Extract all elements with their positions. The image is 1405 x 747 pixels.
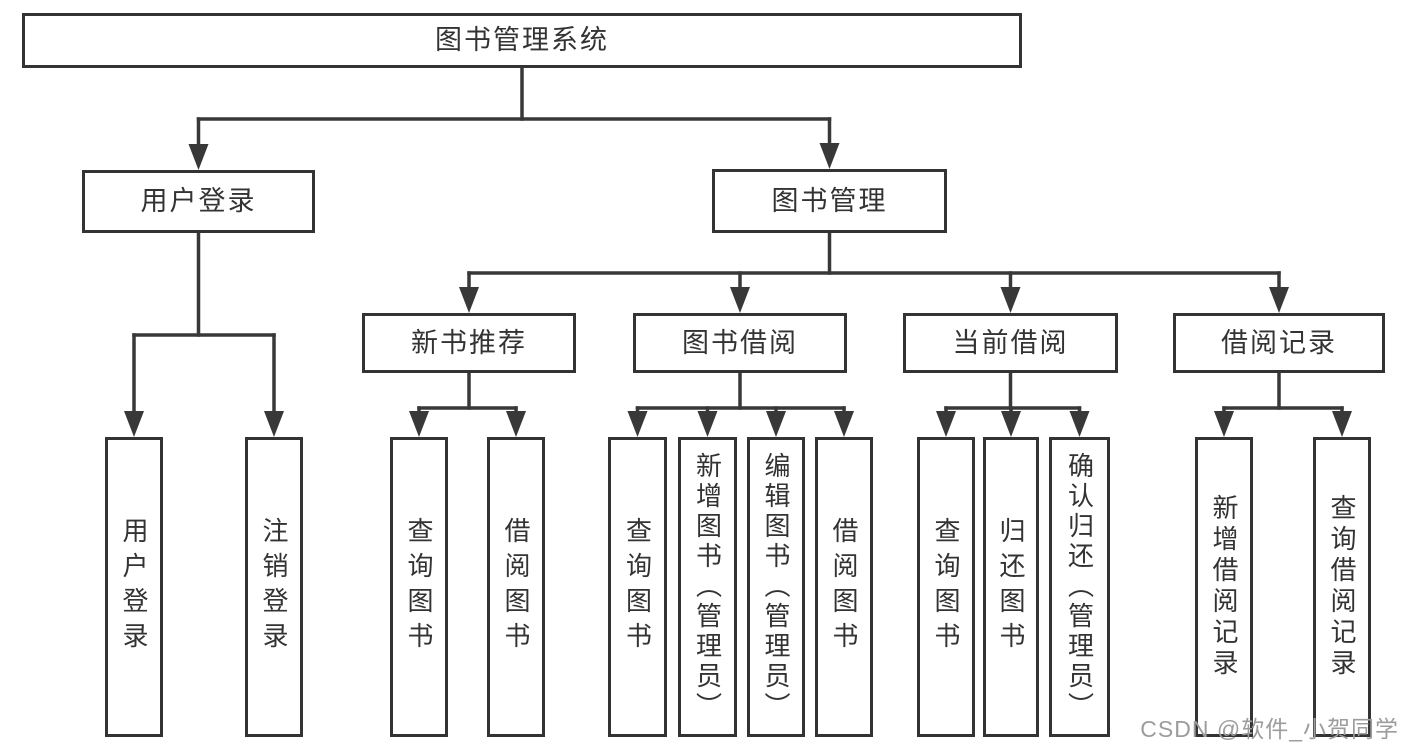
node-l8: 借阅图书 [815,437,873,737]
node-record: 借阅记录 [1173,313,1385,373]
arrowhead [264,411,284,437]
node-l10: 归还图书 [983,437,1039,737]
node-mgmt: 图书管理 [712,169,947,233]
node-label: 图书管理系统 [435,25,609,55]
arrowhead [627,411,648,437]
node-l9: 查询图书 [917,437,975,737]
arrowhead [1069,411,1090,437]
node-label: 查询图书 [404,517,434,657]
arrowhead [1001,411,1021,437]
node-label: 图书借阅 [682,327,798,358]
arrowhead [936,411,956,437]
node-l12: 新增借阅记录 [1195,437,1253,737]
node-label: 注销登录 [259,517,289,657]
arrowhead [819,143,840,169]
node-label: 查询图书 [931,517,961,657]
node-l6: 新增图书（管理员） [678,437,737,737]
node-l7: 编辑图书（管理员） [747,437,805,737]
node-label: 查询借阅记录 [1327,494,1357,680]
arrowhead [1214,411,1234,437]
node-l13: 查询借阅记录 [1313,437,1371,737]
arrowhead [730,287,750,313]
node-label: 借阅图书 [501,517,531,657]
watermark-text: CSDN @软件_小贺同学 [1140,716,1399,742]
node-label: 用户登录 [140,186,257,216]
node-login: 用户登录 [82,170,315,233]
node-label: 新增图书（管理员） [692,452,723,722]
arrowhead [1332,411,1352,437]
node-l2: 注销登录 [245,437,303,737]
node-label: 编辑图书（管理员） [761,452,791,722]
node-label: 确认归还（管理员） [1064,452,1095,722]
node-label: 借阅图书 [829,517,859,657]
arrowhead [506,411,526,437]
node-label: 查询图书 [622,517,653,657]
arrowhead [697,411,718,437]
node-rec: 新书推荐 [362,313,576,373]
node-label: 借阅记录 [1221,327,1337,358]
arrowhead [409,411,429,437]
node-label: 归还图书 [996,517,1026,657]
arrowhead [124,411,144,437]
arrowhead [1269,287,1289,313]
arrowhead [188,144,209,170]
node-borrow: 图书借阅 [633,313,847,373]
node-current: 当前借阅 [903,313,1118,373]
node-label: 图书管理 [771,185,888,216]
arrowhead [766,411,786,437]
node-label: 新增借阅记录 [1209,494,1239,680]
node-l4: 借阅图书 [487,437,545,737]
node-label: 用户登录 [119,517,149,657]
node-label: 当前借阅 [952,327,1069,358]
node-root: 图书管理系统 [22,13,1022,68]
node-l1: 用户登录 [105,437,163,737]
node-l11: 确认归还（管理员） [1049,437,1110,737]
node-label: 新书推荐 [411,327,527,358]
arrowhead [834,411,854,437]
node-l5: 查询图书 [608,437,667,737]
arrowhead [1000,287,1021,313]
arrowhead [459,287,479,313]
node-l3: 查询图书 [390,437,448,737]
